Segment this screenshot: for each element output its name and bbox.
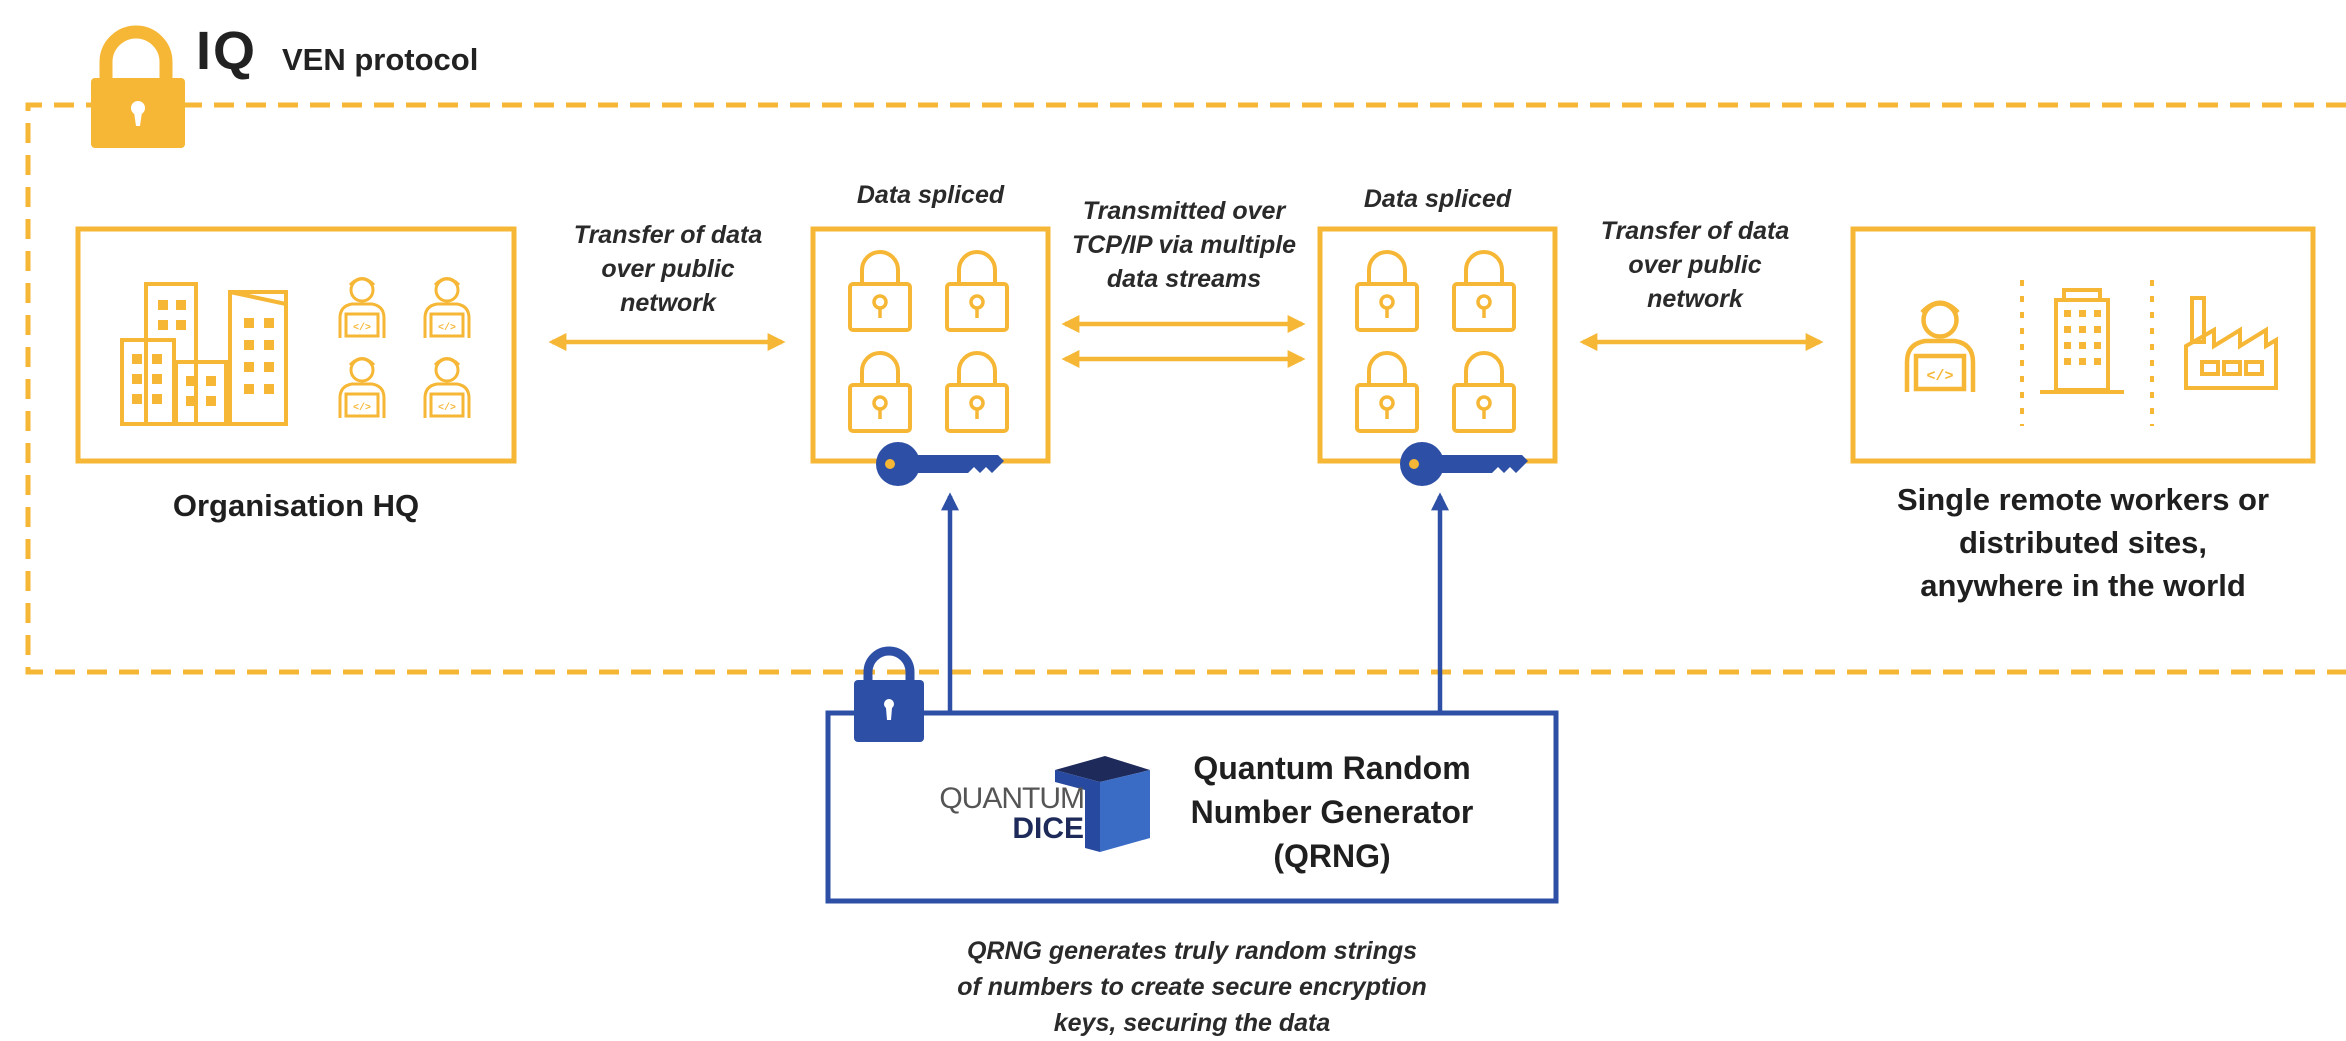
brand-label: VEN protocol xyxy=(282,42,479,77)
tower-building-icon xyxy=(2040,288,2124,394)
padlock-icon xyxy=(945,351,1009,433)
worker-icon xyxy=(423,277,471,340)
factory-icon xyxy=(2184,296,2278,390)
worker-icon xyxy=(338,277,386,340)
padlock-icon xyxy=(1355,250,1419,332)
quantum-dice-logo xyxy=(1055,756,1150,852)
splice-caption-left: Data spliced xyxy=(856,181,1005,209)
padlock-icon xyxy=(1355,351,1419,433)
hq-label: Organisation HQ xyxy=(172,488,420,523)
worker-icon xyxy=(423,357,471,420)
key-icon xyxy=(876,442,1004,486)
remote-box xyxy=(1850,226,2316,464)
padlock-icon xyxy=(945,250,1009,332)
brand-mark: IQ xyxy=(196,21,258,81)
splice-caption-right: Data spliced xyxy=(1363,185,1512,213)
padlock-icon xyxy=(1452,351,1516,433)
worker-icon xyxy=(1907,303,1973,392)
worker-icon xyxy=(338,357,386,420)
hq-box xyxy=(75,226,517,464)
padlock-icon xyxy=(91,25,185,148)
office-buildings-icon xyxy=(120,282,288,426)
padlock-icon xyxy=(1452,250,1516,332)
padlock-icon xyxy=(848,351,912,433)
padlock-icon xyxy=(848,250,912,332)
quantum-dice-word-1: QUANTUM xyxy=(939,782,1085,815)
quantum-dice-word-2: DICE xyxy=(1012,812,1084,845)
protocol-boundary xyxy=(25,102,2346,675)
qrng-box xyxy=(825,710,1559,904)
key-icon xyxy=(1400,442,1528,486)
padlock-icon xyxy=(854,646,924,742)
